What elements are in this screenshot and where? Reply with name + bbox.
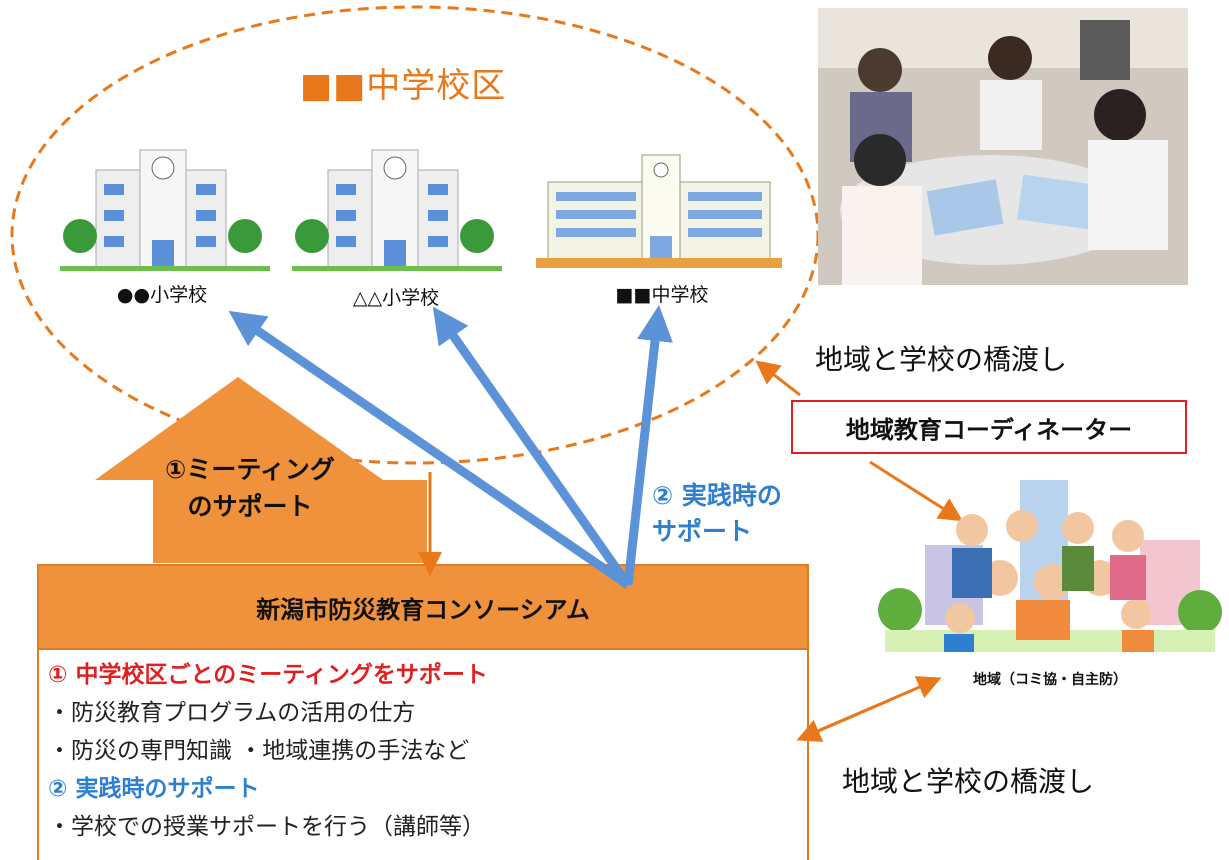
practice-support-line1: ② 実践時の bbox=[652, 481, 782, 510]
practice-support-line2: サポート bbox=[652, 517, 753, 546]
meeting-support-line2: のサポート bbox=[187, 492, 313, 521]
meeting-support-label: ①ミーティング のサポート bbox=[120, 451, 380, 525]
bridge-text-bottom: 地域と学校の橋渡し bbox=[842, 765, 1095, 798]
meeting-support-line1: ①ミーティング bbox=[165, 455, 335, 484]
school-label-3: ■■中学校 bbox=[615, 284, 709, 306]
meeting-support-arrow bbox=[95, 377, 427, 563]
consortium-item-4: ② 実践時のサポート bbox=[48, 776, 260, 802]
consortium-item-1: ① 中学校区ごとのミーティングをサポート bbox=[48, 662, 488, 688]
community-label: 地域（コミ協・自主防） bbox=[973, 672, 1127, 688]
community-people-icon bbox=[878, 480, 1222, 652]
junior-high-building-icon bbox=[536, 154, 782, 268]
consortium-to-community-arrow bbox=[819, 676, 942, 732]
coordinator-to-community-arrow bbox=[869, 460, 964, 522]
support-arrow-school-2 bbox=[432, 306, 632, 588]
consortium-title: 新潟市防災教育コンソーシアム bbox=[256, 595, 590, 624]
practice-support-label: ② 実践時の サポート bbox=[652, 478, 782, 550]
consortium-item-2: ・防災教育プログラムの活用の仕方 bbox=[48, 700, 416, 726]
support-arrow-school-1 bbox=[228, 310, 631, 589]
coordinator-label: 地域教育コーディネーター bbox=[845, 415, 1133, 444]
consortium-item-5: ・学校での授業サポートを行う（講師等） bbox=[48, 814, 485, 840]
school-label-2: △△小学校 bbox=[352, 287, 440, 309]
school-building-icon bbox=[60, 149, 270, 271]
coordinator-box: 地域教育コーディネーター bbox=[791, 400, 1187, 454]
support-arrow-school-3 bbox=[623, 305, 673, 586]
bridge-arrow-district bbox=[755, 360, 801, 397]
bridge-text-top: 地域と学校の橋渡し bbox=[815, 343, 1068, 376]
district-title: ■■中学校区 bbox=[300, 66, 507, 106]
consortium-item-3: ・防災の専門知識 ・地域連携の手法など bbox=[48, 738, 470, 764]
school-label-1: ●●小学校 bbox=[116, 284, 208, 306]
meeting-photo bbox=[818, 8, 1188, 285]
school-building-icon bbox=[292, 149, 502, 271]
